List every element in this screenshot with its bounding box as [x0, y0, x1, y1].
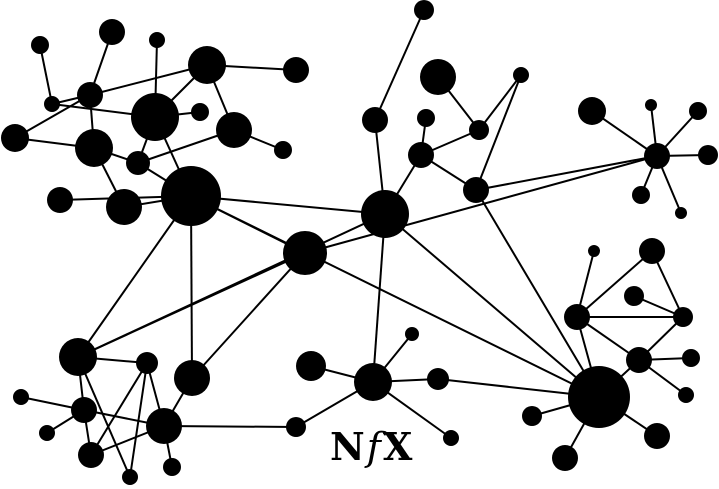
- logo-f: f: [366, 425, 382, 469]
- network-edge: [190, 195, 193, 379]
- network-edge: [14, 94, 91, 139]
- network-node: [513, 67, 529, 83]
- network-node: [296, 351, 326, 381]
- network-node: [698, 145, 718, 165]
- network-node: [75, 129, 113, 167]
- network-node: [174, 360, 210, 396]
- network-node: [632, 186, 650, 204]
- network-node: [149, 32, 165, 48]
- network-edge: [384, 213, 600, 398]
- network-node: [44, 96, 60, 112]
- network-node: [552, 445, 578, 471]
- logo-x: X: [382, 424, 414, 469]
- network-node: [682, 349, 700, 367]
- network-edge: [129, 362, 148, 478]
- network-node: [39, 425, 55, 441]
- network-edge: [190, 195, 600, 398]
- network-node: [71, 397, 97, 423]
- network-node: [283, 57, 309, 83]
- network-edge: [89, 64, 208, 96]
- network-node: [675, 207, 687, 219]
- nfx-logo: NfX: [330, 425, 413, 469]
- network-node: [146, 408, 182, 444]
- network-node: [122, 469, 138, 485]
- network-edge: [304, 155, 658, 254]
- network-node: [78, 442, 104, 468]
- network-node: [31, 36, 49, 54]
- network-node: [639, 238, 665, 264]
- network-node: [191, 103, 209, 121]
- network-node: [126, 151, 150, 175]
- network-node: [77, 82, 103, 108]
- network-node: [417, 109, 435, 127]
- network-node: [443, 430, 459, 446]
- network-node: [163, 458, 181, 476]
- network-edge: [475, 189, 600, 398]
- network-node: [673, 307, 693, 327]
- network-edge: [77, 213, 386, 358]
- network-node: [47, 187, 73, 213]
- network-edge: [39, 44, 53, 105]
- network-node: [578, 97, 606, 125]
- network-node: [564, 304, 590, 330]
- network-node: [274, 141, 292, 159]
- network-node: [99, 19, 125, 45]
- network-node: [568, 366, 630, 428]
- network-node: [161, 166, 221, 226]
- network-node: [414, 0, 434, 20]
- network-node: [689, 102, 707, 120]
- network-node: [463, 177, 489, 203]
- network-node: [286, 417, 306, 437]
- network-node: [678, 387, 694, 403]
- network-edge: [372, 213, 386, 383]
- network-node: [1, 124, 29, 152]
- network-node: [59, 338, 97, 376]
- network-node: [624, 286, 644, 306]
- network-edge: [190, 195, 386, 215]
- network-node: [362, 107, 388, 133]
- network-node: [626, 347, 652, 373]
- network-node: [408, 142, 434, 168]
- logo-n: N: [330, 424, 366, 469]
- network-node: [216, 112, 252, 148]
- network-node: [136, 352, 158, 374]
- network-node: [405, 327, 419, 341]
- network-node: [469, 120, 489, 140]
- network-node: [131, 93, 179, 141]
- network-node: [188, 46, 226, 84]
- network-node: [645, 99, 657, 111]
- network-edge: [478, 74, 522, 131]
- network-edge: [163, 425, 297, 428]
- network-node: [427, 368, 449, 390]
- network-node: [106, 189, 142, 225]
- network-node: [588, 245, 600, 257]
- network-node: [354, 363, 392, 401]
- network-node: [283, 231, 327, 275]
- network-node: [644, 143, 670, 169]
- network-node: [13, 389, 29, 405]
- network-node: [644, 423, 670, 449]
- network-node: [361, 190, 409, 238]
- network-node: [420, 59, 456, 95]
- network-edge: [90, 362, 148, 456]
- network-edge: [475, 155, 658, 191]
- network-edge: [77, 356, 131, 478]
- network-edge: [576, 250, 653, 318]
- network-edge: [475, 74, 522, 191]
- network-edge: [77, 195, 192, 358]
- network-edge: [191, 252, 306, 379]
- network-edge: [374, 9, 425, 121]
- network-node: [522, 406, 542, 426]
